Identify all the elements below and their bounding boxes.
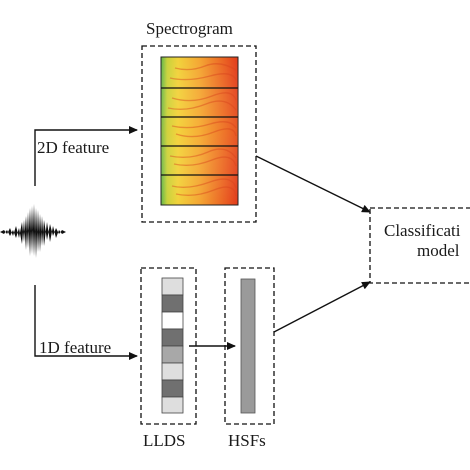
llds-cell	[161, 396, 184, 414]
llds-cell	[161, 362, 184, 381]
classification-model-frame	[369, 207, 470, 284]
llds-cell	[161, 294, 184, 313]
llds-label: LLDS	[143, 431, 186, 450]
llds-frame	[140, 267, 197, 425]
llds-cell	[161, 328, 184, 347]
llds-cell	[161, 277, 184, 296]
llds-cell	[161, 345, 184, 364]
arrow-hsfs-to-classifier	[273, 281, 371, 333]
arrow-spectrogram-to-classifier	[255, 155, 371, 213]
spectrogram-image	[160, 56, 239, 206]
feature-2d-label: 2D feature	[37, 138, 110, 157]
hsfs-bar	[240, 278, 256, 414]
arrow-1d-feature	[34, 285, 138, 360]
llds-cell	[161, 379, 184, 398]
classification-label-line1: Classificati	[384, 221, 461, 240]
audio-waveform	[0, 204, 66, 258]
llds-cell	[161, 311, 184, 330]
feature-1d-label: 1D feature	[39, 338, 112, 357]
arrow-2d-feature	[34, 126, 138, 186]
classification-label-line2: model	[417, 241, 460, 260]
spectrogram-frame	[141, 45, 257, 223]
hsfs-label: HSFs	[228, 431, 266, 450]
llds-stack	[161, 277, 184, 414]
spectrogram-label: Spectrogram	[146, 19, 233, 38]
hsfs-frame	[224, 267, 275, 425]
